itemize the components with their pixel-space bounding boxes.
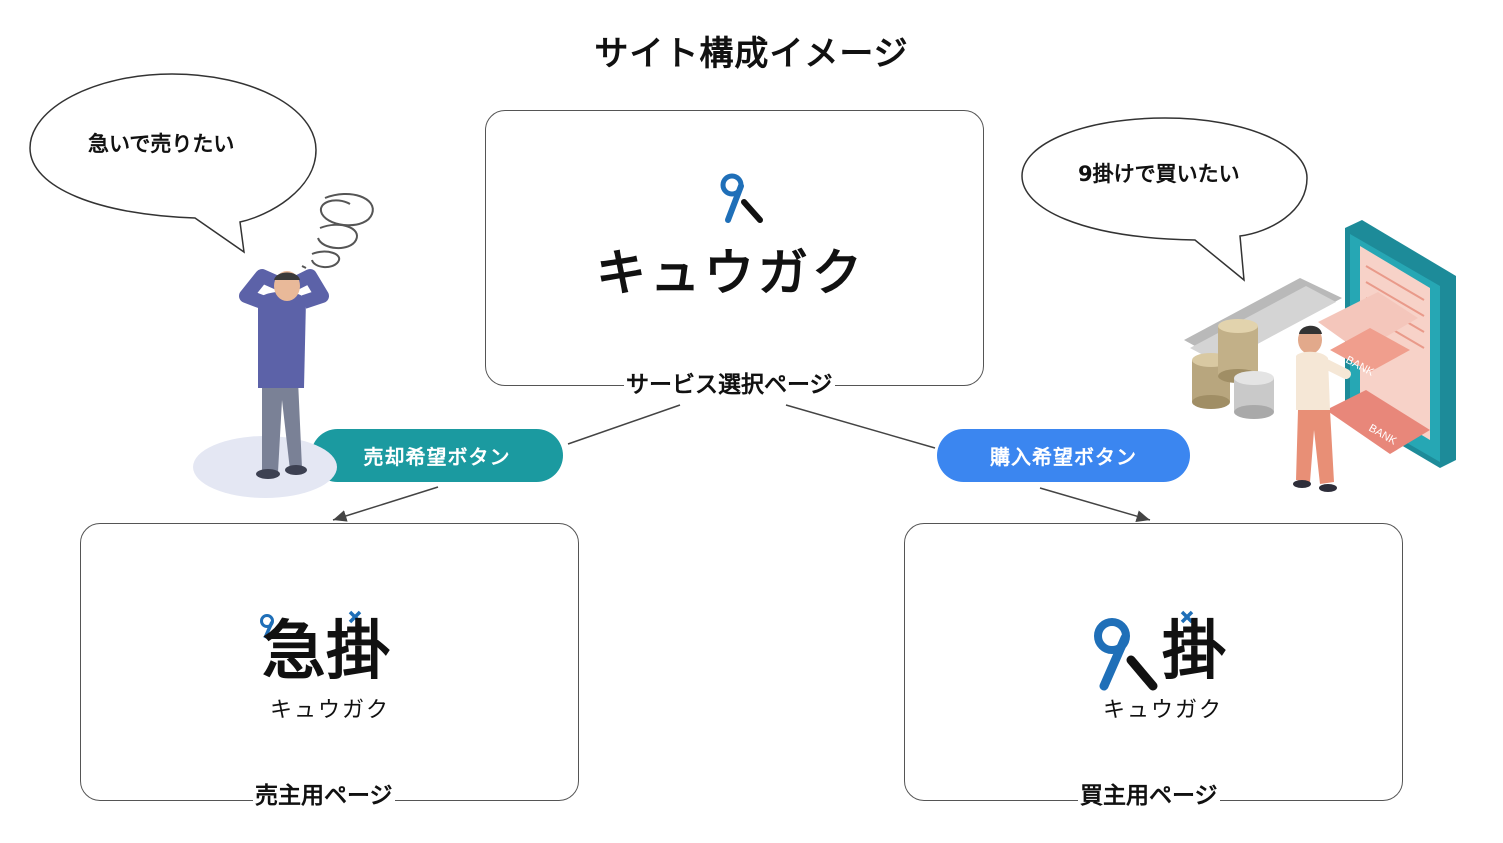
service-select-page-box bbox=[485, 110, 984, 386]
seller-page-label: 売主用ページ bbox=[253, 783, 395, 809]
buyer-bubble-text: 9掛けで買いたい bbox=[1078, 162, 1240, 186]
sell-request-button[interactable]: 売却希望ボタン bbox=[311, 429, 563, 482]
diagram-title: サイト構成イメージ bbox=[594, 34, 909, 74]
connector-select-to-sell bbox=[567, 404, 681, 445]
buyer-logo-main: 掛 bbox=[1162, 615, 1226, 689]
seller-bubble-text: 急いで売りたい bbox=[88, 132, 235, 156]
buyer-logo-sub: キュウガク bbox=[1103, 698, 1224, 723]
service-select-page-label: サービス選択ページ bbox=[624, 372, 835, 398]
connector-select-to-buy bbox=[785, 404, 936, 449]
seller-page-box bbox=[80, 523, 579, 801]
arrow-sell-to-seller-page bbox=[332, 486, 439, 522]
buyer-page-label: 買主用ページ bbox=[1078, 783, 1220, 809]
seller-logo-sub: キュウガク bbox=[270, 698, 391, 723]
seller-logo-main: 急掛 bbox=[262, 615, 390, 689]
arrow-buy-to-buyer-page bbox=[1039, 487, 1151, 522]
service-logo-text: キュウガク bbox=[596, 244, 866, 302]
buy-request-button[interactable]: 購入希望ボタン bbox=[937, 429, 1190, 482]
